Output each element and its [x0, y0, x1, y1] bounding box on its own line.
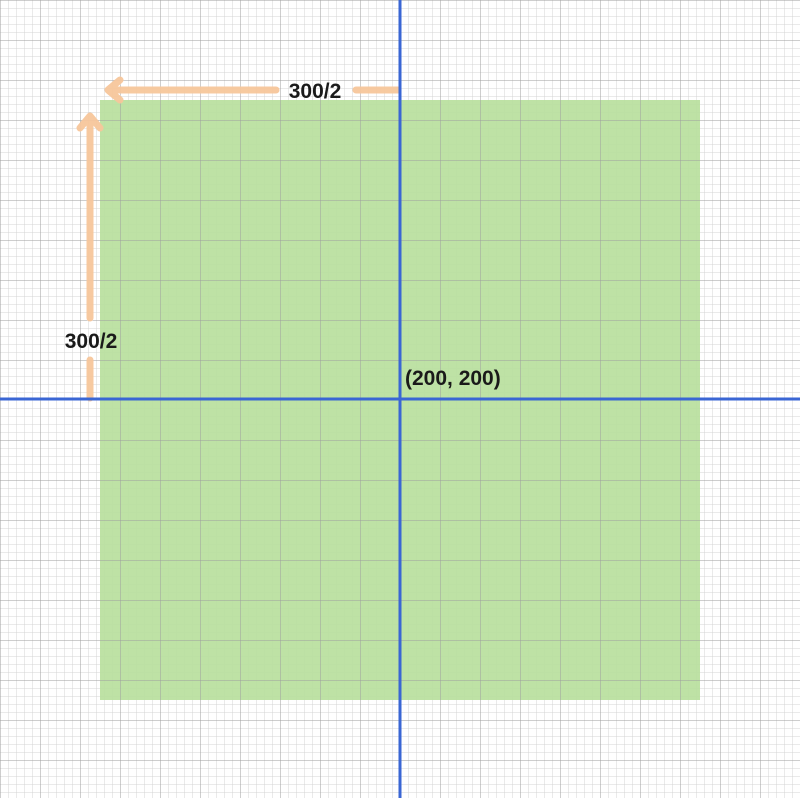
- horizontal-arrow: [104, 76, 402, 104]
- vertical-half-label: 300/2: [65, 330, 118, 353]
- center-point-label: (200, 200): [405, 367, 501, 390]
- horizontal-half-label: 300/2: [289, 80, 342, 103]
- vertical-arrow: [76, 112, 104, 402]
